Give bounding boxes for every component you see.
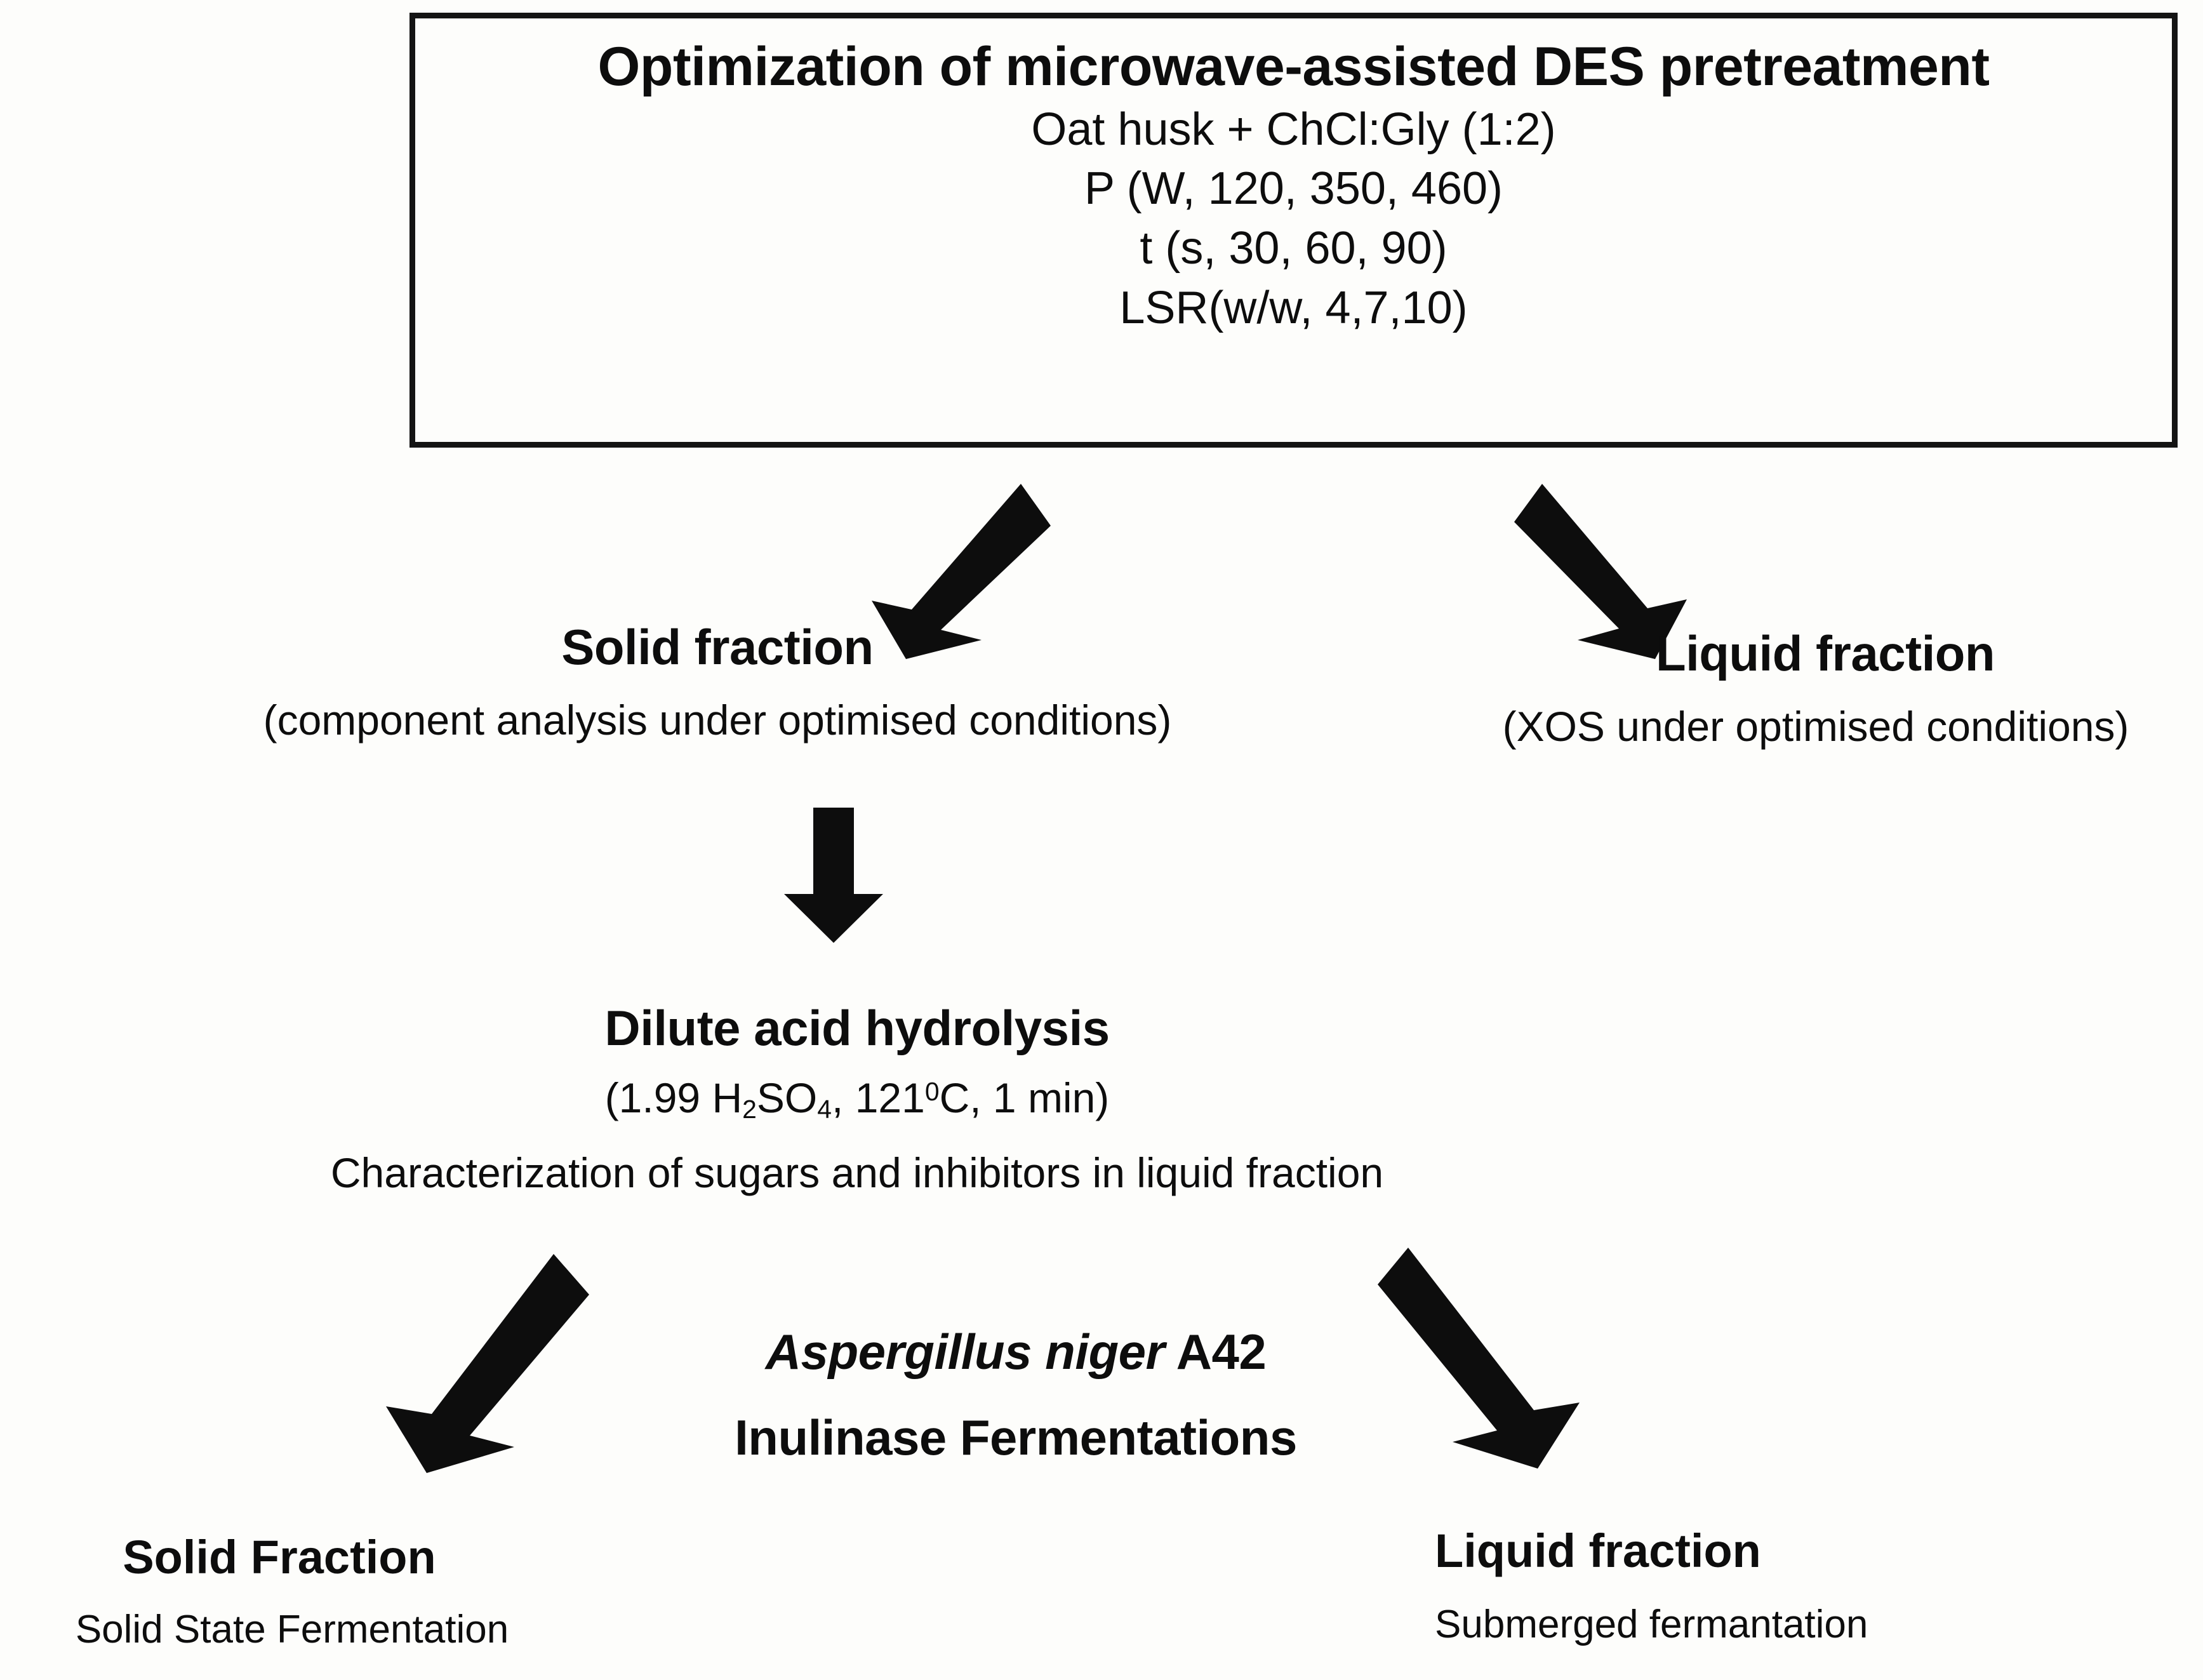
characterization-note: Characterization of sugars and inhibitor… [330,1149,1384,1196]
dilute-acid-hydrolysis-heading: Dilute acid hydrolysis [604,1000,1110,1056]
organism-heading: Aspergillus niger A42 [571,1324,1460,1381]
dilute-acid-hydrolysis-conditions: (1.99 H2SO4, 1210C, 1 min) [190,1073,1524,1125]
submerged-fermentation-subtitle: Submerged fermantation [1435,1603,1868,1646]
organism-name-italic: Aspergillus niger [765,1324,1165,1380]
conditions-degree: 0 [924,1077,940,1107]
organism-strain: A42 [1164,1324,1267,1380]
conditions-suffix: C, 1 min) [939,1074,1110,1121]
conditions-prefix: (1.99 H [604,1074,743,1121]
arrow-box-to-liquid-fraction [1514,484,1687,659]
liquid-fraction-heading: Liquid fraction [1655,625,1995,681]
conditions-mid-2: , 121 [832,1074,925,1121]
conditions-sub-4: 4 [817,1095,832,1124]
arrow-box-to-solid-fraction [872,484,1051,659]
pretreatment-line-oat-husk: Oat husk + ChCl:Gly (1:2) [1031,103,1556,155]
solid-fraction-subtitle: (component analysis under optimised cond… [263,697,1172,743]
conditions-sub-2: 2 [742,1095,757,1124]
solid-fraction-heading: Solid fraction [561,619,874,675]
arrow-hydrolysis-to-solid-state [386,1254,589,1473]
solid-fraction-bottom-heading: Solid Fraction [123,1531,436,1583]
solid-state-fermentation-subtitle: Solid State Fermentation [75,1608,509,1651]
liquid-fraction-bottom-heading: Liquid fraction [1435,1524,1761,1577]
liquid-fraction-subtitle: (XOS under optimised conditions) [1502,703,2129,750]
pretreatment-line-time: t (s, 30, 60, 90) [1140,223,1448,274]
pretreatment-line-power: P (W, 120, 350, 460) [1084,163,1503,215]
arrow-hydrolysis-to-submerged [1378,1248,1580,1469]
arrow-solid-to-hydrolysis [784,808,883,943]
pretreatment-line-lsr: LSR(w/w, 4,7,10) [1119,282,1468,333]
pretreatment-box-heading: Optimization of microwave-assisted DES p… [597,36,1990,97]
conditions-mid: SO [756,1074,818,1121]
pretreatment-box: Optimization of microwave-assisted DES p… [409,13,2178,448]
fermentation-process-heading: Inulinase Fermentations [735,1410,1297,1465]
